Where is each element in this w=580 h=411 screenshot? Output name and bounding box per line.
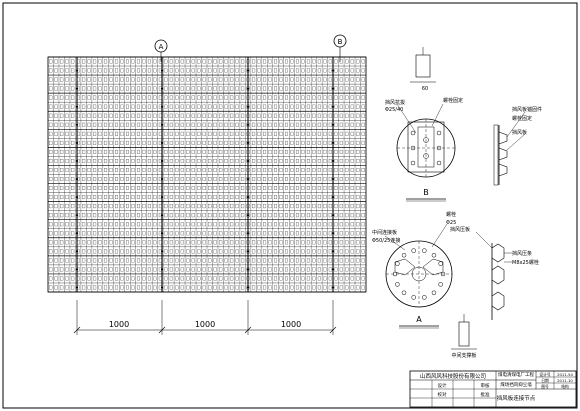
title-project-1: 煤电清煤电厂工程 xyxy=(498,371,534,378)
detail-a-bolts xyxy=(392,248,446,300)
detail-a-note-1: 中间连接板 xyxy=(372,229,397,236)
section-label-b: B xyxy=(423,188,429,197)
detail-a: 中间连接板 Φ50/25连接 螺栓 Φ25 A xyxy=(372,211,456,329)
dimension-label-3: 1000 xyxy=(281,320,301,329)
profile-upper-note-1: 挡风板锚固件 xyxy=(512,106,542,113)
detail-a-bolt xyxy=(440,271,446,277)
detail-a-note-4: Φ25 xyxy=(446,220,456,226)
detail-a-bolt xyxy=(392,271,398,277)
title-meta-4: 图号 xyxy=(541,384,549,389)
title-label-design: 设计 xyxy=(438,382,447,389)
title-meta-0: 设计号 xyxy=(539,372,551,377)
detail-a-bolt xyxy=(401,252,407,258)
detail-a-bolt xyxy=(411,248,416,253)
detail-b-note-3: 螺栓固定 xyxy=(443,97,463,104)
detail-a-bolt xyxy=(395,261,400,266)
detail-b-top-profile: 60 xyxy=(410,47,436,92)
title-company: 山西风风科技股份有限公司 xyxy=(420,372,486,380)
detail-a-note-2: Φ50/25连接 xyxy=(372,237,400,244)
profile-lower: 挡风压板 挡风压条 M8x25螺栓 xyxy=(450,226,539,320)
detail-a-bolt xyxy=(438,282,443,287)
title-meta-2: 日期 xyxy=(541,378,549,383)
detail-bottom-label: 中间支撑板 xyxy=(451,352,476,359)
axis-marker-b: B xyxy=(333,34,347,62)
detail-b-note-1: 挡风抗拔 xyxy=(385,99,405,106)
profile-upper-note-3: 挡风板 xyxy=(512,129,527,136)
axis-marker-b-label: B xyxy=(338,38,343,46)
title-label-approve: 批准 xyxy=(481,391,490,398)
title-meta-1: 2011-54 xyxy=(557,372,573,377)
detail-a-bolt xyxy=(422,295,427,300)
detail-b: 60 挡风抗拔 Φ25/40 螺栓固定 B xyxy=(385,47,463,202)
detail-b-note-2: Φ25/40 xyxy=(385,107,403,113)
profile-upper-note-2: 螺栓固定 xyxy=(512,115,532,122)
profile-upper: 挡风板锚固件 螺栓固定 挡风板 xyxy=(493,106,542,186)
detail-b-top-dim: 60 xyxy=(422,86,428,92)
title-meta-3: 2011.10 xyxy=(557,378,573,383)
title-meta-5: 结构 xyxy=(561,384,569,389)
axis-marker-a: A xyxy=(154,39,168,62)
detail-a-bolt xyxy=(395,282,400,287)
profile-lower-note-3: M8x25螺栓 xyxy=(512,259,539,266)
axis-marker-a-label: A xyxy=(159,43,164,51)
detail-a-bolt xyxy=(431,252,437,258)
profile-lower-note-1: 挡风压板 xyxy=(450,226,470,233)
detail-a-bolt xyxy=(411,295,416,300)
title-label-check: 校对 xyxy=(438,391,447,398)
detail-bottom-profile: 中间支撑板 xyxy=(451,314,477,359)
title-project-2: 煤场挡风抑尘墙 xyxy=(500,381,532,388)
detail-a-bolt xyxy=(422,248,427,253)
profile-lower-note-2: 挡风压条 xyxy=(512,250,532,257)
detail-a-note-3: 螺栓 xyxy=(446,211,456,218)
dimension-label-2: 1000 xyxy=(195,320,215,329)
dimension-line: 1000 1000 1000 xyxy=(73,300,337,335)
title-drawing-name: 挡风板连接节点 xyxy=(497,394,536,402)
dimension-label-1: 1000 xyxy=(109,320,129,329)
title-block: 山西风风科技股份有限公司 设计 审核 校对 批准 煤电清煤电厂工程 煤场挡风抑尘… xyxy=(409,370,577,408)
detail-a-bolt xyxy=(438,261,443,266)
detail-b-bolts xyxy=(410,130,442,166)
title-label-review: 审核 xyxy=(481,382,490,389)
detail-a-bolt xyxy=(431,290,437,296)
wall-elevation xyxy=(47,56,367,293)
section-label-a: A xyxy=(416,315,422,324)
detail-a-bolt xyxy=(401,290,407,296)
